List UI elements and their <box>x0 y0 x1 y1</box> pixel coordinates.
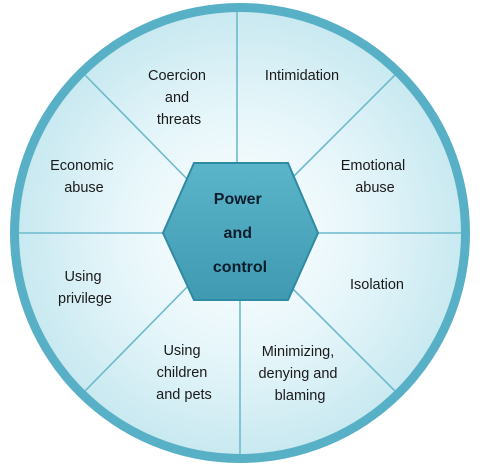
segment-label-line: and pets <box>156 387 212 403</box>
segment-label-line: Coercion <box>148 68 206 84</box>
segment-using-privilege: Using privilege <box>58 269 112 307</box>
segment-label-line: children <box>157 365 208 381</box>
segment-label-line: abuse <box>355 180 395 196</box>
segment-coercion-and-threats: Coercion and threats <box>148 68 210 128</box>
segment-label-line: Economic <box>50 158 114 174</box>
svg-text:Isolation: Isolation <box>350 277 404 293</box>
segment-label-line: privilege <box>58 291 112 307</box>
svg-text:Using privilege: Using privilege <box>58 269 112 307</box>
segment-label-line: Using <box>163 343 200 359</box>
segment-label-line: abuse <box>64 180 104 196</box>
wheel-dividers <box>19 12 461 454</box>
center-label-line: control <box>213 259 267 276</box>
segment-intimidation: Intimidation <box>265 68 339 84</box>
center-hexagon-shape <box>161 162 320 301</box>
segment-using-children-and-pets: Using children and pets <box>156 343 212 403</box>
segment-label-line: Emotional <box>341 158 405 174</box>
segment-label-line: and <box>165 90 189 106</box>
svg-text:Emotional abuse: Emotional abuse <box>341 158 410 196</box>
segment-label-line: Isolation <box>350 277 404 293</box>
segment-minimizing-denying-blaming: Minimizing, denying and blaming <box>258 344 341 404</box>
divider-upper-right <box>287 74 396 183</box>
svg-text:Coercion and threa: Coercion and threats <box>148 68 210 128</box>
center-label: Power and control <box>213 191 267 276</box>
divider-lower-right <box>287 283 396 392</box>
svg-text:Minimizing, denying and: Minimizing, denying and blaming <box>258 344 341 404</box>
center-label-line: and <box>224 225 252 242</box>
segment-isolation: Isolation <box>350 277 404 293</box>
segment-emotional-abuse: Emotional abuse <box>341 158 410 196</box>
segment-label-line: Using <box>64 269 101 285</box>
segment-label-line: denying and <box>258 366 337 382</box>
segment-label-line: threats <box>157 112 201 128</box>
segment-economic-abuse: Economic abuse <box>50 158 118 196</box>
svg-text:Economic abuse: Economic abuse <box>50 158 118 196</box>
svg-text:Using children and: Using children and pets <box>156 343 212 403</box>
center-label-line: Power <box>214 191 262 208</box>
center-hexagon: Power and control <box>161 162 320 301</box>
svg-text:Intimidation: Intimidation <box>265 68 339 84</box>
segment-label-line: Intimidation <box>265 68 339 84</box>
divider-lower-left <box>84 283 191 392</box>
divider-upper-left <box>84 74 191 183</box>
segment-label-line: blaming <box>275 388 326 404</box>
segment-label-line: Minimizing, <box>262 344 335 360</box>
